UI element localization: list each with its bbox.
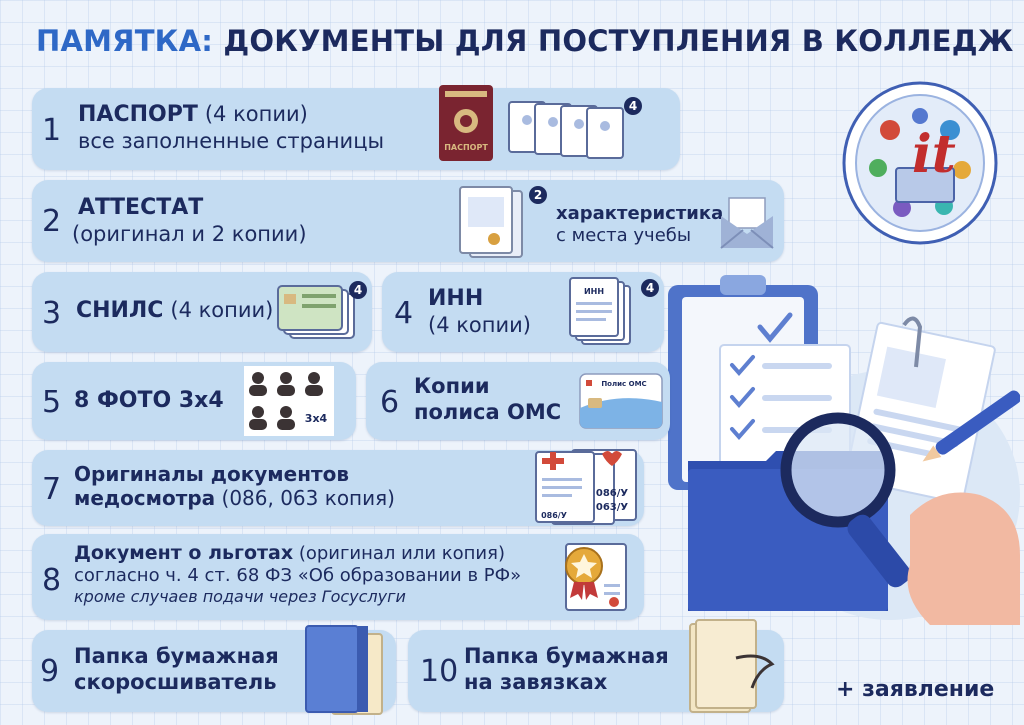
inn-document-icon: ИНН 4 (569, 277, 659, 345)
item-card-8 (32, 534, 644, 620)
copies-badge-4: 4 (646, 281, 654, 295)
form-label-2: 063/У (596, 502, 629, 513)
item-text-9: Папка бумажная скоросшиватель (74, 644, 279, 694)
oms-card-label: Полис ОМС (601, 380, 646, 388)
item-text-6: Копии полиса ОМС (414, 374, 562, 424)
item-number-7: 7 (42, 472, 62, 507)
form-label-1: 086/У (596, 488, 629, 499)
medical-forms-icon: 086/У 063/У 086/У (535, 449, 637, 525)
oms-card-icon: Полис ОМС (579, 373, 663, 429)
copies-badge-2: 2 (534, 188, 542, 202)
item-card-2 (32, 180, 784, 262)
envelope-icon (720, 197, 774, 249)
item-number-9: 9 (40, 654, 60, 689)
item-text-5: 8 ФОТО 3х4 (74, 388, 224, 413)
item-number-4: 4 (394, 296, 414, 331)
item-number-6: 6 (380, 385, 400, 420)
item-extra-2: характеристика с места учебы (556, 203, 724, 246)
title-accent: ПАМЯТКА: (36, 24, 214, 58)
item-text-4: ИНН (4 копии) (428, 286, 531, 337)
title-main: ДОКУМЕНТЫ ДЛЯ ПОСТУПЛЕНИЯ В КОЛЛЕДЖ (223, 24, 1014, 58)
clipboard-illustration (668, 275, 1020, 625)
item-text-1: ПАСПОРТ (4 копии) все заполненные страни… (78, 102, 385, 153)
award-certificate-icon (565, 543, 627, 611)
college-emblem-icon: it (842, 81, 998, 245)
item-text-2: АТТЕСТАТ (оригинал и 2 копии) (72, 195, 307, 246)
footer-extra-note: + заявление (836, 677, 995, 702)
photo-size-label: 3x4 (305, 412, 328, 425)
item-number-3: 3 (42, 296, 62, 331)
folder-ties-icon (689, 619, 775, 713)
passport-icon: ПАСПОРТ (439, 85, 493, 161)
passport-cover-label: ПАСПОРТ (444, 143, 488, 152)
item-number-2: 2 (42, 204, 62, 239)
page-title: ПАМЯТКА: ДОКУМЕНТЫ ДЛЯ ПОСТУПЛЕНИЯ В КОЛ… (36, 24, 1013, 58)
item-text-10: Папка бумажная на завязках (464, 644, 669, 694)
form-label-3: 086/У (541, 511, 567, 520)
item-number-1: 1 (42, 113, 62, 148)
item-number-5: 5 (42, 385, 62, 420)
item-text-8: Документ о льготах (оригинал или копия) … (74, 542, 522, 607)
item-number-10: 10 (420, 654, 459, 689)
copies-stack-icon: 4 (508, 97, 642, 159)
svg-text:it: it (912, 124, 956, 185)
photos-icon: 3x4 (244, 366, 334, 436)
copies-badge-1: 4 (629, 99, 637, 113)
item-text-3: СНИЛС (4 копии) (76, 298, 274, 323)
copies-badge-3: 4 (354, 283, 362, 297)
inn-doc-label: ИНН (584, 287, 604, 296)
certificate-icon: 2 (459, 186, 547, 258)
folder-blue-icon (305, 625, 383, 715)
item-text-7: Оригиналы документов медосмотра (086, 06… (74, 462, 395, 511)
snils-card-icon: 4 (277, 281, 367, 339)
item-number-8: 8 (42, 563, 62, 598)
